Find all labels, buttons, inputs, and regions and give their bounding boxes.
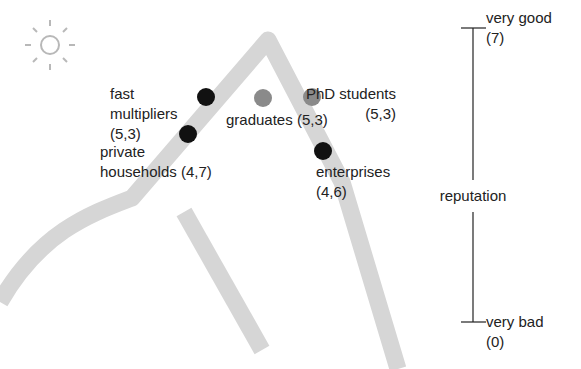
data-dot [254, 89, 272, 107]
scale-end-label: very bad (0) [486, 312, 566, 352]
group-label: enterprises (4,6) [316, 162, 406, 202]
data-dot [197, 88, 215, 106]
axis-label: reputation [440, 186, 507, 206]
scale-end-label: very good (7) [486, 8, 566, 48]
group-label: fast multipliers (5,3) [110, 84, 202, 144]
mountain-ridge [0, 40, 398, 369]
reputation-scale [461, 28, 486, 322]
mountain-ridge [184, 212, 262, 350]
data-dot [314, 142, 332, 160]
group-label: graduates (5,3) [226, 110, 346, 130]
data-dot [179, 125, 197, 143]
sun-symbol [25, 20, 75, 70]
group-label: PhD students (5,3) [298, 84, 396, 124]
group-label: private households (4,7) [100, 142, 218, 182]
